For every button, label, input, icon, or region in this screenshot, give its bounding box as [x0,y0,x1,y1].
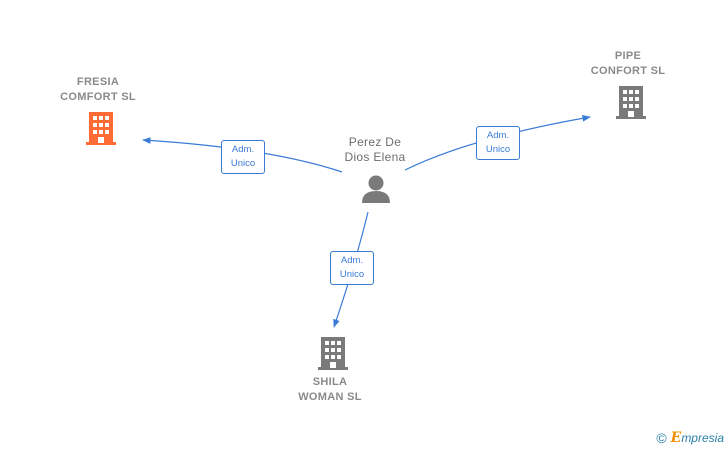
copyright-icon: © [656,430,667,446]
company-label-fresia[interactable]: FRESIA COMFORT SL [60,76,136,103]
edge-label-pipe: Adm. Unico [476,126,520,160]
building-icon[interactable] [616,86,646,119]
person-icon[interactable] [362,175,390,204]
company-label-pipe[interactable]: PIPE CONFORT SL [590,50,666,77]
edge-label-line1: Adm. [340,255,364,266]
edge-label-fresia: Adm. Unico [221,140,265,174]
edge-label-shila: Adm. Unico [330,251,374,285]
person-label[interactable]: Perez De Dios Elena [344,135,406,164]
building-icon[interactable] [318,337,348,370]
company-label-shila[interactable]: SHILA WOMAN SL [298,376,362,403]
edge-label-line1: Adm. [231,144,255,155]
edge-label-line2: Unico [230,158,256,169]
brand-logo: Empresia [670,430,724,446]
edge-label-line2: Unico [485,144,511,155]
brand-watermark: © Empresia [656,430,724,446]
edge-label-line2: Unico [339,269,365,280]
edge-label-line1: Adm. [486,130,510,141]
building-icon[interactable] [86,112,116,145]
